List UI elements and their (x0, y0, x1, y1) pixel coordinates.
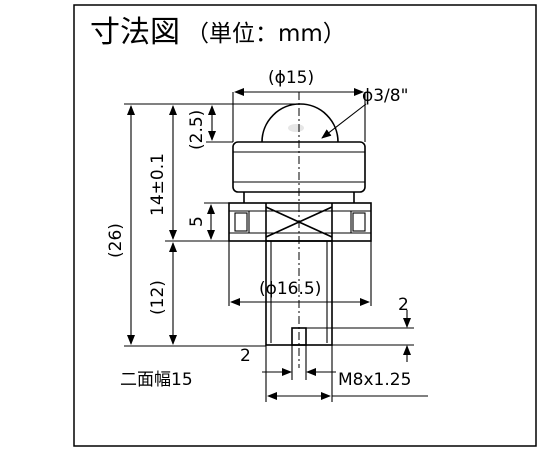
dim-top-diameter: (ϕ15) (232, 68, 366, 142)
dim-ball-protrusion: (2.5) (187, 103, 299, 150)
dim-ball-diameter: ϕ3/8" (321, 86, 408, 139)
dim-body-height: 14±0.1 (148, 103, 229, 242)
label-slot-depth: 2 (398, 295, 409, 315)
label-top-diameter: (ϕ15) (268, 68, 314, 88)
label-ball-protrusion: (2.5) (187, 110, 207, 150)
drawing-title: 寸法図 (90, 15, 180, 50)
unit-label: （単位：mm） (186, 21, 346, 47)
ball-highlight (288, 124, 304, 132)
label-slot-width: 2 (240, 346, 251, 366)
label-hex-height: 5 (187, 216, 207, 227)
hex-flat-right (352, 212, 366, 232)
label-body-height: 14±0.1 (148, 153, 168, 216)
dim-hex-diameter: (ϕ16.5) (228, 241, 372, 306)
dim-hex-height: 5 (187, 202, 229, 240)
dim-thread-length: (12) (148, 242, 177, 345)
label-hex-diameter: (ϕ16.5) (259, 279, 321, 299)
label-across-flats: 二面幅15 (120, 370, 193, 390)
label-overall-height: (26) (106, 223, 126, 258)
label-thread-length: (12) (148, 280, 168, 315)
ball (261, 103, 339, 143)
ball-transfer-unit (228, 92, 372, 368)
hex-flat-left (234, 212, 248, 232)
dim-slot-depth: 2 (306, 295, 414, 362)
dim-thread-spec: M8x1.25 (265, 345, 428, 402)
dim-slot-width: 2 (240, 345, 336, 380)
dim-overall-height: (26) (106, 103, 266, 347)
label-ball-diameter: ϕ3/8" (362, 86, 408, 106)
label-thread-spec: M8x1.25 (338, 370, 411, 390)
